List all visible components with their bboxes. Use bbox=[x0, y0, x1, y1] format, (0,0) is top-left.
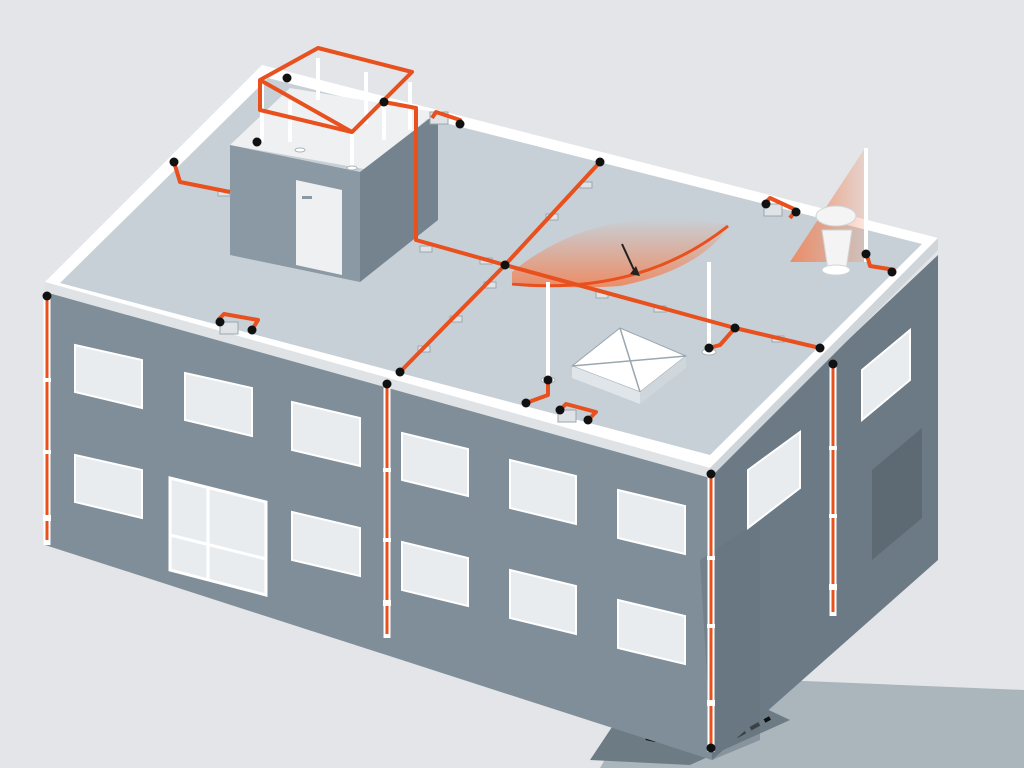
conductor-run bbox=[398, 263, 507, 374]
window bbox=[861, 327, 911, 423]
connector bbox=[583, 415, 593, 425]
connector bbox=[247, 325, 257, 335]
connector bbox=[861, 249, 871, 259]
conductor-brackets bbox=[43, 378, 837, 706]
window bbox=[291, 400, 361, 468]
connector bbox=[595, 157, 605, 167]
bracket bbox=[829, 584, 837, 590]
housing-door bbox=[296, 180, 342, 275]
side-louvre bbox=[872, 428, 922, 560]
parapet-face-side bbox=[710, 238, 938, 478]
connector bbox=[706, 743, 716, 753]
connector bbox=[169, 157, 179, 167]
window bbox=[509, 568, 577, 636]
connector bbox=[455, 119, 465, 129]
door-frame bbox=[168, 476, 268, 597]
conductor-cage-top bbox=[258, 46, 414, 134]
window bbox=[509, 458, 577, 526]
bracket bbox=[829, 514, 837, 518]
exhaust-vent bbox=[790, 148, 868, 276]
bracket bbox=[43, 378, 51, 382]
connector bbox=[282, 73, 292, 83]
connection-points bbox=[42, 73, 897, 753]
conductor-crossing bbox=[216, 312, 260, 332]
rod-base bbox=[294, 147, 306, 153]
window bbox=[747, 430, 801, 531]
bracket bbox=[707, 700, 715, 706]
connector bbox=[887, 267, 897, 277]
arrow-head bbox=[630, 266, 640, 276]
conductor-run bbox=[172, 161, 231, 194]
conductor-cage-link bbox=[258, 80, 353, 134]
conductor-run bbox=[525, 380, 550, 405]
bracket bbox=[383, 600, 391, 606]
connector bbox=[252, 137, 262, 147]
connector bbox=[521, 398, 531, 408]
skylight-side bbox=[640, 356, 686, 404]
connector bbox=[815, 343, 825, 353]
connector bbox=[500, 260, 510, 270]
connector bbox=[704, 343, 714, 353]
connector bbox=[730, 323, 740, 333]
parapet-face-front bbox=[45, 282, 710, 478]
window bbox=[401, 540, 469, 608]
skylight-ridge bbox=[619, 327, 641, 393]
connector bbox=[42, 291, 52, 301]
rolling-sphere-arc bbox=[512, 218, 730, 288]
window bbox=[617, 488, 686, 556]
vent-base bbox=[821, 264, 851, 276]
window bbox=[617, 598, 686, 666]
window bbox=[291, 510, 361, 578]
conductor-run bbox=[383, 100, 602, 267]
bracket bbox=[707, 556, 715, 560]
bracket bbox=[43, 450, 51, 454]
connector bbox=[215, 317, 225, 327]
conductor-clip bbox=[219, 321, 239, 335]
window bbox=[74, 343, 143, 410]
front-windows bbox=[74, 327, 911, 666]
bracket bbox=[43, 515, 51, 521]
connector bbox=[543, 375, 553, 385]
connector bbox=[791, 207, 801, 217]
entrance-door bbox=[168, 476, 268, 597]
arrow-shaft bbox=[621, 243, 635, 271]
bracket bbox=[383, 468, 391, 472]
connector bbox=[761, 199, 771, 209]
window bbox=[74, 453, 143, 520]
bracket bbox=[383, 538, 391, 542]
vent-cap bbox=[815, 205, 857, 227]
bracket bbox=[829, 446, 837, 450]
conductor-clip bbox=[419, 245, 433, 253]
housing-side bbox=[360, 112, 438, 282]
connector bbox=[382, 379, 392, 389]
rod-base bbox=[346, 165, 358, 171]
skylight-front bbox=[572, 366, 640, 404]
connector bbox=[555, 405, 565, 415]
roof-skylight bbox=[571, 327, 687, 404]
connector bbox=[379, 97, 389, 107]
door-divider bbox=[169, 533, 267, 561]
bracket bbox=[707, 624, 715, 628]
window bbox=[184, 371, 253, 438]
connector bbox=[395, 367, 405, 377]
connector bbox=[828, 359, 838, 369]
window bbox=[401, 431, 469, 498]
connector bbox=[706, 469, 716, 479]
rolling-sphere-arc-line bbox=[511, 224, 729, 288]
skylight-ridge bbox=[571, 355, 687, 367]
door-handle bbox=[302, 196, 312, 199]
